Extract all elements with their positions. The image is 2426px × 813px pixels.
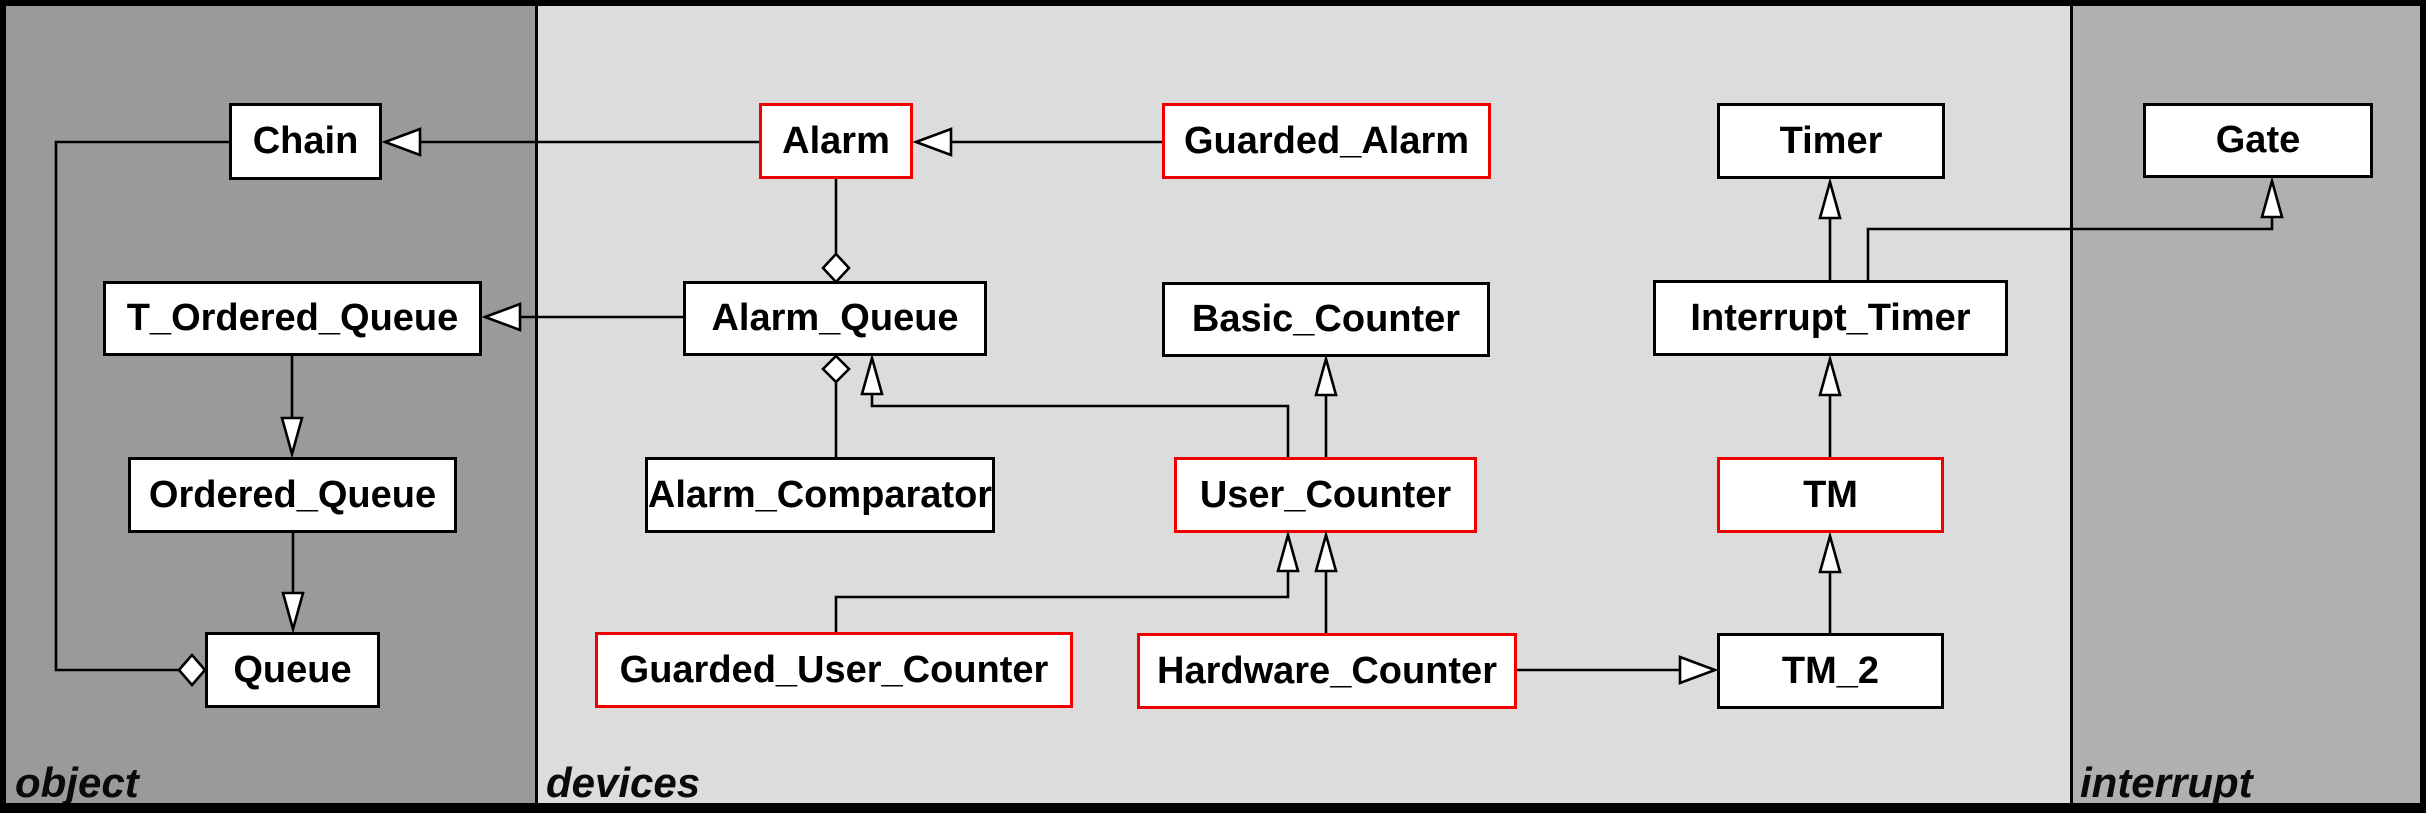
class-box-hardware_counter[interactable]: Hardware_Counter (1137, 633, 1517, 709)
class-box-alarm_comparator[interactable]: Alarm_Comparator (645, 457, 995, 533)
class-box-guarded_alarm[interactable]: Guarded_Alarm (1162, 103, 1491, 179)
bottom-frame-bar (0, 803, 2426, 813)
class-box-gate[interactable]: Gate (2143, 103, 2373, 178)
class-box-basic_counter[interactable]: Basic_Counter (1162, 282, 1490, 357)
class-box-timer[interactable]: Timer (1717, 103, 1945, 179)
class-box-interrupt_timer[interactable]: Interrupt_Timer (1653, 280, 2008, 356)
class-box-chain[interactable]: Chain (229, 103, 382, 180)
region-label-devices: devices (546, 759, 701, 806)
class-box-ordered_queue[interactable]: Ordered_Queue (128, 457, 457, 533)
class-box-user_counter[interactable]: User_Counter (1174, 457, 1477, 533)
class-box-tm_2[interactable]: TM_2 (1717, 633, 1944, 709)
class-box-alarm[interactable]: Alarm (759, 103, 913, 179)
region-label-interrupt: interrupt (2080, 759, 2253, 806)
class-box-t_ordered_queue[interactable]: T_Ordered_Queue (103, 281, 482, 356)
class-box-alarm_queue[interactable]: Alarm_Queue (683, 281, 987, 356)
class-box-tm[interactable]: TM (1717, 457, 1944, 533)
class-box-guarded_user_counter[interactable]: Guarded_User_Counter (595, 632, 1073, 708)
region-label-object: object (15, 759, 139, 806)
class-box-queue[interactable]: Queue (205, 632, 380, 708)
